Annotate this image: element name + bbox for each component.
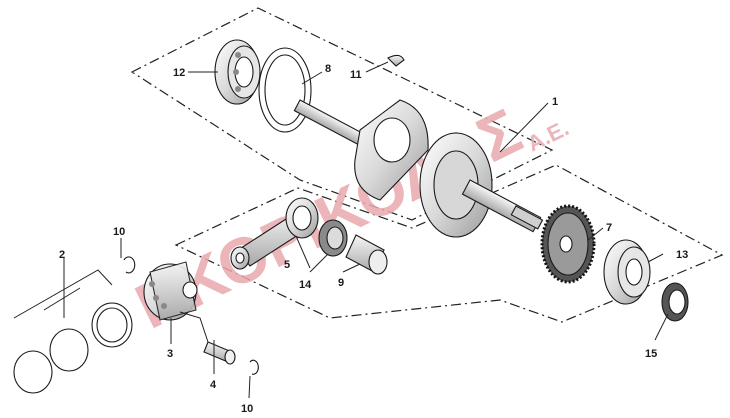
piston-rings-2 (13, 302, 133, 394)
callout-14: 14 (299, 279, 312, 291)
callout-15: 15 (645, 348, 657, 360)
circlip-10-bottom (249, 359, 259, 375)
watermark-suffix: Α.Ε. (523, 115, 572, 156)
gear-7 (540, 204, 596, 284)
connecting-rod-5 (230, 197, 319, 270)
crank-pin-9 (345, 234, 388, 275)
watermark-suffix-text: Α.Ε. (523, 115, 572, 156)
callout-12: 12 (173, 67, 185, 79)
callout-9: 9 (338, 277, 344, 289)
leader-lines (63, 61, 669, 399)
callout-7: 7 (606, 222, 612, 234)
callout-10-bottom: 10 (241, 403, 253, 415)
circlip-10-top (123, 256, 136, 274)
callout-13: 13 (676, 249, 688, 261)
ring-set-bracket (13, 269, 113, 319)
ring-bracket-2 (43, 287, 81, 311)
woodruff-key-11 (387, 54, 405, 67)
callout-3: 3 (167, 348, 173, 360)
needle-bearing-14 (318, 219, 348, 257)
assembly-boundary-lower (174, 164, 724, 323)
bearing-13 (603, 239, 651, 305)
callout-2: 2 (59, 249, 65, 261)
callout-1: 1 (552, 96, 558, 108)
bearing-12 (214, 39, 261, 105)
callout-5: 5 (284, 259, 290, 271)
callout-8: 8 (325, 63, 331, 75)
callout-4: 4 (210, 379, 217, 391)
piston-pin-4 (203, 341, 236, 365)
callout-10-top: 10 (113, 226, 125, 238)
crankshaft-1 (293, 99, 544, 238)
gasket-ring-8 (258, 47, 312, 133)
piston-3 (143, 261, 198, 321)
oil-seal-15 (661, 282, 689, 322)
callout-11: 11 (350, 69, 362, 81)
